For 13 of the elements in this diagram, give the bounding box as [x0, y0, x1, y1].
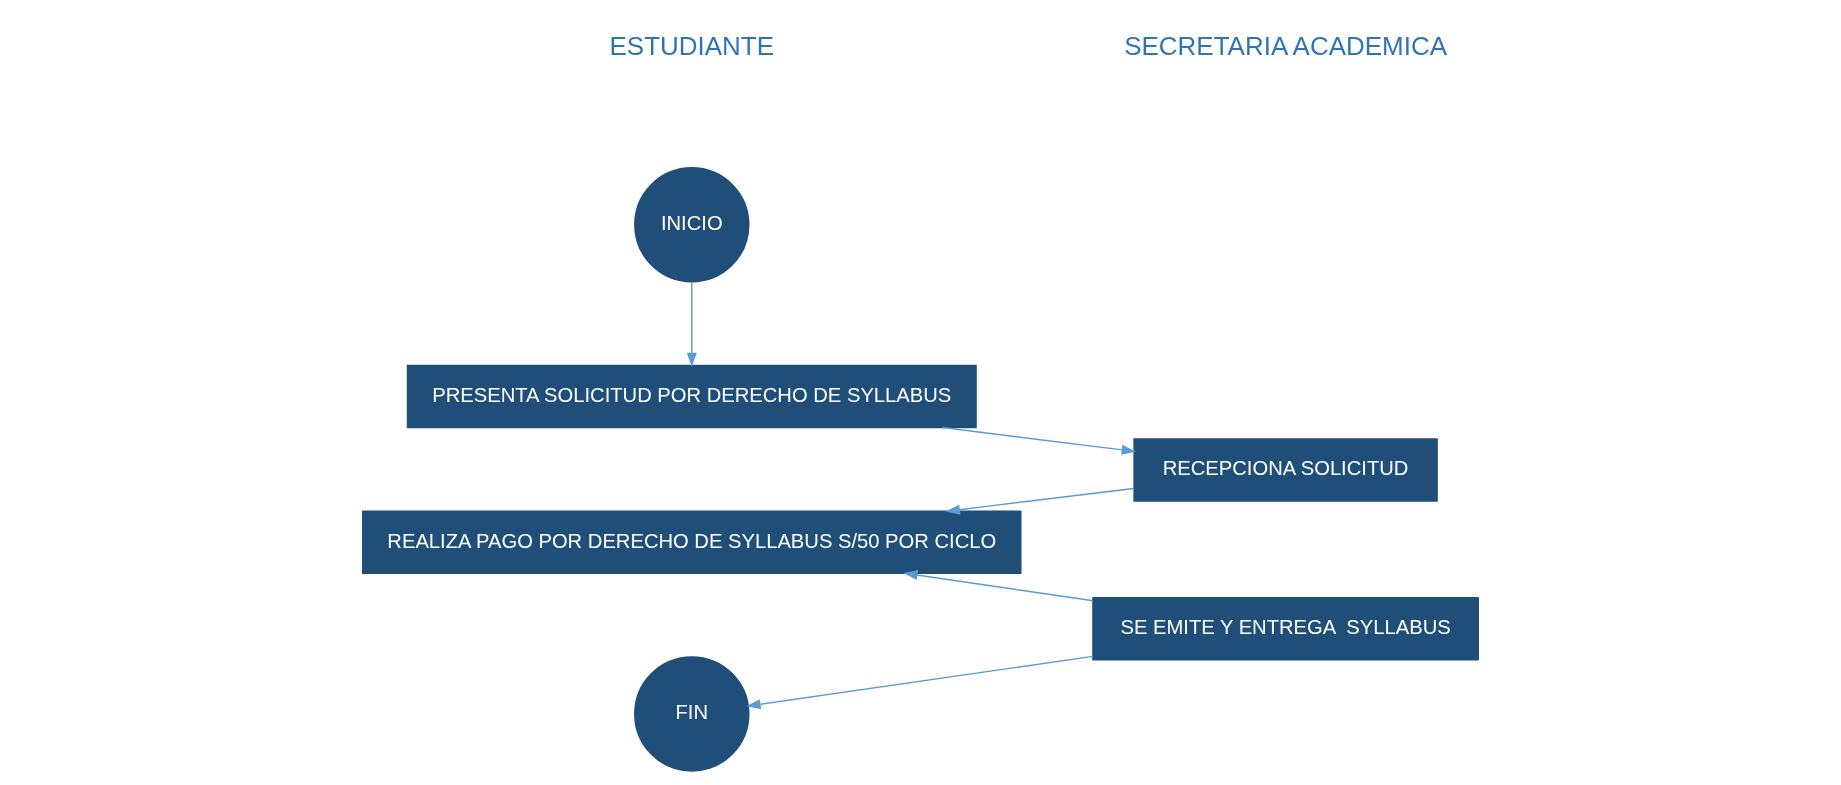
arrow — [945, 487, 1135, 515]
node-box: SE EMITE Y ENTREGA SYLLABUS — [1092, 597, 1479, 661]
node-box: RECEPCIONA SOLICITUD — [1133, 438, 1438, 502]
node-box: PRESENTA SOLICITUD POR DERECHO DE SYLLABUS — [406, 364, 977, 429]
arrow — [686, 281, 697, 368]
label: ESTUDIANTE — [609, 31, 775, 62]
node-circle: INICIO — [634, 167, 750, 283]
label: SECRETARIA ACADEMICA — [1124, 31, 1447, 62]
node-box: REALIZA PAGO POR DERECHO DE SYLLABUS S/50 POR CICLO — [362, 510, 1022, 574]
arrow — [903, 570, 1094, 602]
arrow — [941, 426, 1137, 455]
node-circle: FIN — [634, 656, 750, 772]
arrow — [746, 655, 1094, 710]
